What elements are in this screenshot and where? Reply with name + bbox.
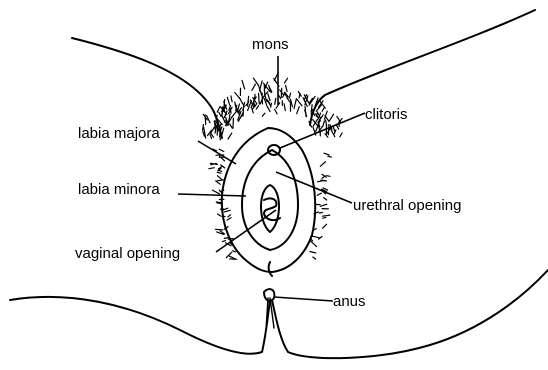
hair-stroke [248,96,249,106]
buttocks-outline [10,270,548,358]
labia-minora-outline [242,150,298,250]
hair-stroke [318,180,325,182]
hair-stroke [233,251,236,252]
hair-stroke [262,113,265,116]
hair-stroke [217,172,221,173]
hair-stroke [275,110,277,114]
thigh-outlines [72,10,535,138]
hair-stroke [259,93,260,104]
hair-stroke [253,78,259,86]
label-anus: anus [333,293,366,310]
hair-stroke [312,236,320,238]
hair-stroke [310,252,316,253]
hair-stroke [231,110,238,118]
hair-stroke [228,133,232,139]
hair-stroke [260,81,263,91]
leader-anus [274,297,333,301]
hair-stroke [227,97,229,105]
hair-stroke [215,123,216,129]
hair-stroke [216,202,221,203]
hair-stroke [275,98,276,104]
hair-stroke [294,99,296,108]
hair-stroke [328,125,329,135]
hair-stroke [296,99,302,106]
hair-stroke [324,153,329,155]
hair-stroke [217,107,220,112]
label-mons: mons [252,36,289,53]
hair-stroke [311,241,317,246]
hair-stroke [311,105,312,112]
label-vaginal-opening: vaginal opening [75,245,180,262]
clitoris-shape [268,145,280,155]
vaginal-opening-shape [261,185,280,232]
hair-stroke [271,103,272,107]
hair-stroke [268,108,270,112]
hair-stroke [317,193,321,195]
hair-stroke [224,210,230,212]
hair-stroke [222,241,225,242]
hair-stroke [322,107,324,111]
label-labia-minora: labia minora [78,181,160,198]
label-urethral-opening: urethral opening [353,197,461,214]
hair-stroke [305,107,306,117]
hair-stroke [320,162,325,167]
hair-stroke [220,132,221,140]
hair-stroke [324,198,327,200]
hair-stroke [227,218,231,221]
hair-stroke [217,180,225,181]
leader-labia-majora [198,141,236,164]
hair-stroke [222,128,224,134]
hair-stroke [323,217,326,218]
hair-stroke [313,257,316,259]
hair-stroke [309,96,315,105]
hair-stroke [330,114,334,120]
hair-stroke [256,106,258,110]
hair-stroke [231,96,232,102]
hair-stroke [340,133,342,137]
hair-stroke [215,229,222,230]
hair-stroke [252,84,256,90]
hair-stroke [285,78,288,83]
hair-stroke [205,115,206,125]
hair-stroke [323,121,325,127]
hair-stroke [228,215,231,217]
hair-stroke [323,224,327,228]
hair-stroke [297,107,300,114]
hair-stroke [319,213,322,214]
hair-stroke [217,176,222,180]
hair-stroke [299,94,300,99]
hair-stroke [212,190,219,194]
hair-stroke [209,168,214,169]
label-labia-majora: labia majora [78,125,160,142]
hair-stroke [289,93,290,98]
hair-stroke [284,104,285,111]
hair-stroke [286,85,288,91]
label-clitoris: clitoris [365,106,408,123]
hair-stroke [242,80,245,89]
hair-stroke [218,214,221,216]
hair-stroke [219,149,224,151]
leader-clitoris [280,113,365,148]
pubic-hair [203,73,343,260]
hair-stroke [328,156,332,157]
hair-stroke [219,112,221,116]
hair-stroke [216,181,221,184]
leader-labia-minora [178,194,246,196]
hair-stroke [320,204,327,206]
hair-stroke [268,94,270,101]
hair-stroke [210,135,212,139]
hair-stroke [323,215,330,216]
hair-stroke [230,124,233,128]
hair-stroke [326,176,330,177]
